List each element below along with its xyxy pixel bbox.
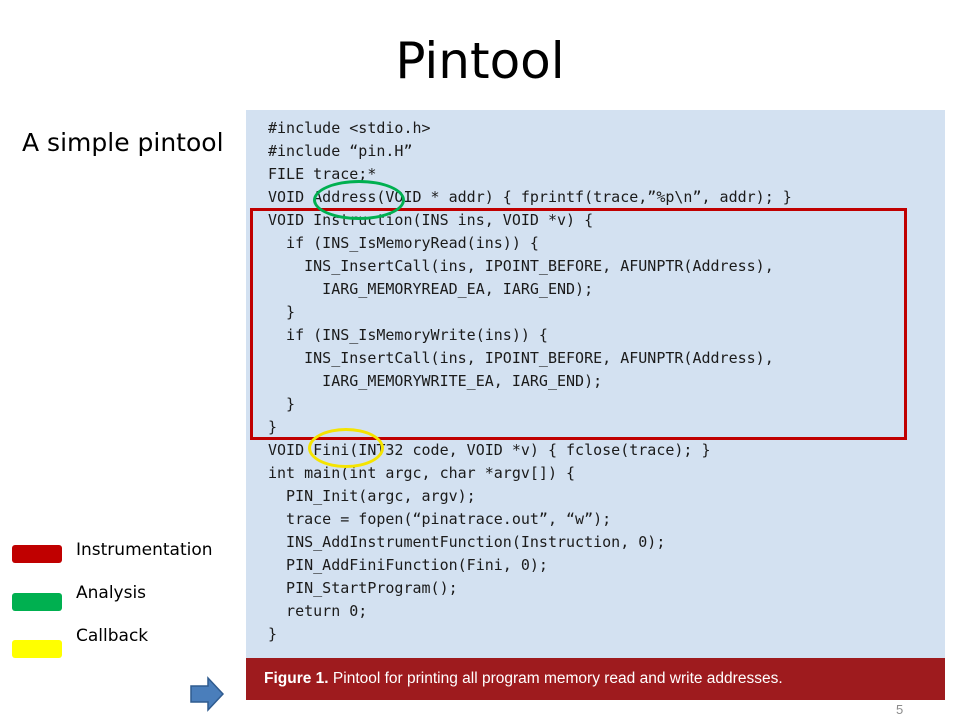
figure-caption-label: Figure 1. — [264, 670, 329, 687]
figure-caption: Figure 1. Pintool for printing all progr… — [246, 658, 945, 700]
code-line: return 0; — [268, 602, 368, 620]
code-line: INS_InsertCall(ins, IPOINT_BEFORE, AFUNP… — [268, 349, 774, 367]
code-line: INS_AddInstrumentFunction(Instruction, 0… — [268, 533, 666, 551]
slide-subtitle: A simple pintool — [22, 128, 224, 157]
code-line: } — [268, 625, 278, 643]
code-panel: #include <stdio.h> #include “pin.H” FILE… — [246, 110, 945, 658]
code-line: } — [268, 303, 296, 321]
code-line: PIN_Init(argc, argv); — [268, 487, 476, 505]
code-line: IARG_MEMORYREAD_EA, IARG_END); — [268, 280, 594, 298]
code-line: INS_InsertCall(ins, IPOINT_BEFORE, AFUNP… — [268, 257, 774, 275]
legend-swatch-analysis — [12, 593, 62, 611]
code-line: trace = fopen(“pinatrace.out”, “w”); — [268, 510, 612, 528]
analysis-highlight-ellipse — [313, 180, 405, 220]
code-line: PIN_StartProgram(); — [268, 579, 458, 597]
figure-caption-body: Pintool for printing all program memory … — [328, 670, 783, 687]
page-number: 5 — [896, 702, 904, 717]
legend-label-instrumentation: Instrumentation — [76, 540, 213, 560]
code-line: } — [268, 395, 296, 413]
code-line: } — [268, 418, 278, 436]
code-line: IARG_MEMORYWRITE_EA, IARG_END); — [268, 372, 603, 390]
instrumentation-highlight-box — [250, 208, 907, 440]
legend-swatch-instrumentation — [12, 545, 62, 563]
callback-highlight-ellipse — [308, 428, 384, 468]
right-arrow-icon[interactable] — [190, 676, 224, 712]
legend-label-callback: Callback — [76, 626, 149, 646]
code-line: FILE trace;* — [268, 165, 377, 183]
code-line: #include <stdio.h> — [268, 119, 431, 137]
code-line: if (INS_IsMemoryRead(ins)) { — [268, 234, 539, 252]
code-line: if (INS_IsMemoryWrite(ins)) { — [268, 326, 548, 344]
code-line: #include “pin.H” — [268, 142, 413, 160]
figure-caption-text: Figure 1. Pintool for printing all progr… — [264, 670, 783, 688]
legend-swatch-callback — [12, 640, 62, 658]
code-line: PIN_AddFiniFunction(Fini, 0); — [268, 556, 548, 574]
legend-label-analysis: Analysis — [76, 583, 147, 603]
slide-title: Pintool — [395, 32, 565, 90]
code-line: int main(int argc, char *argv[]) { — [268, 464, 576, 482]
